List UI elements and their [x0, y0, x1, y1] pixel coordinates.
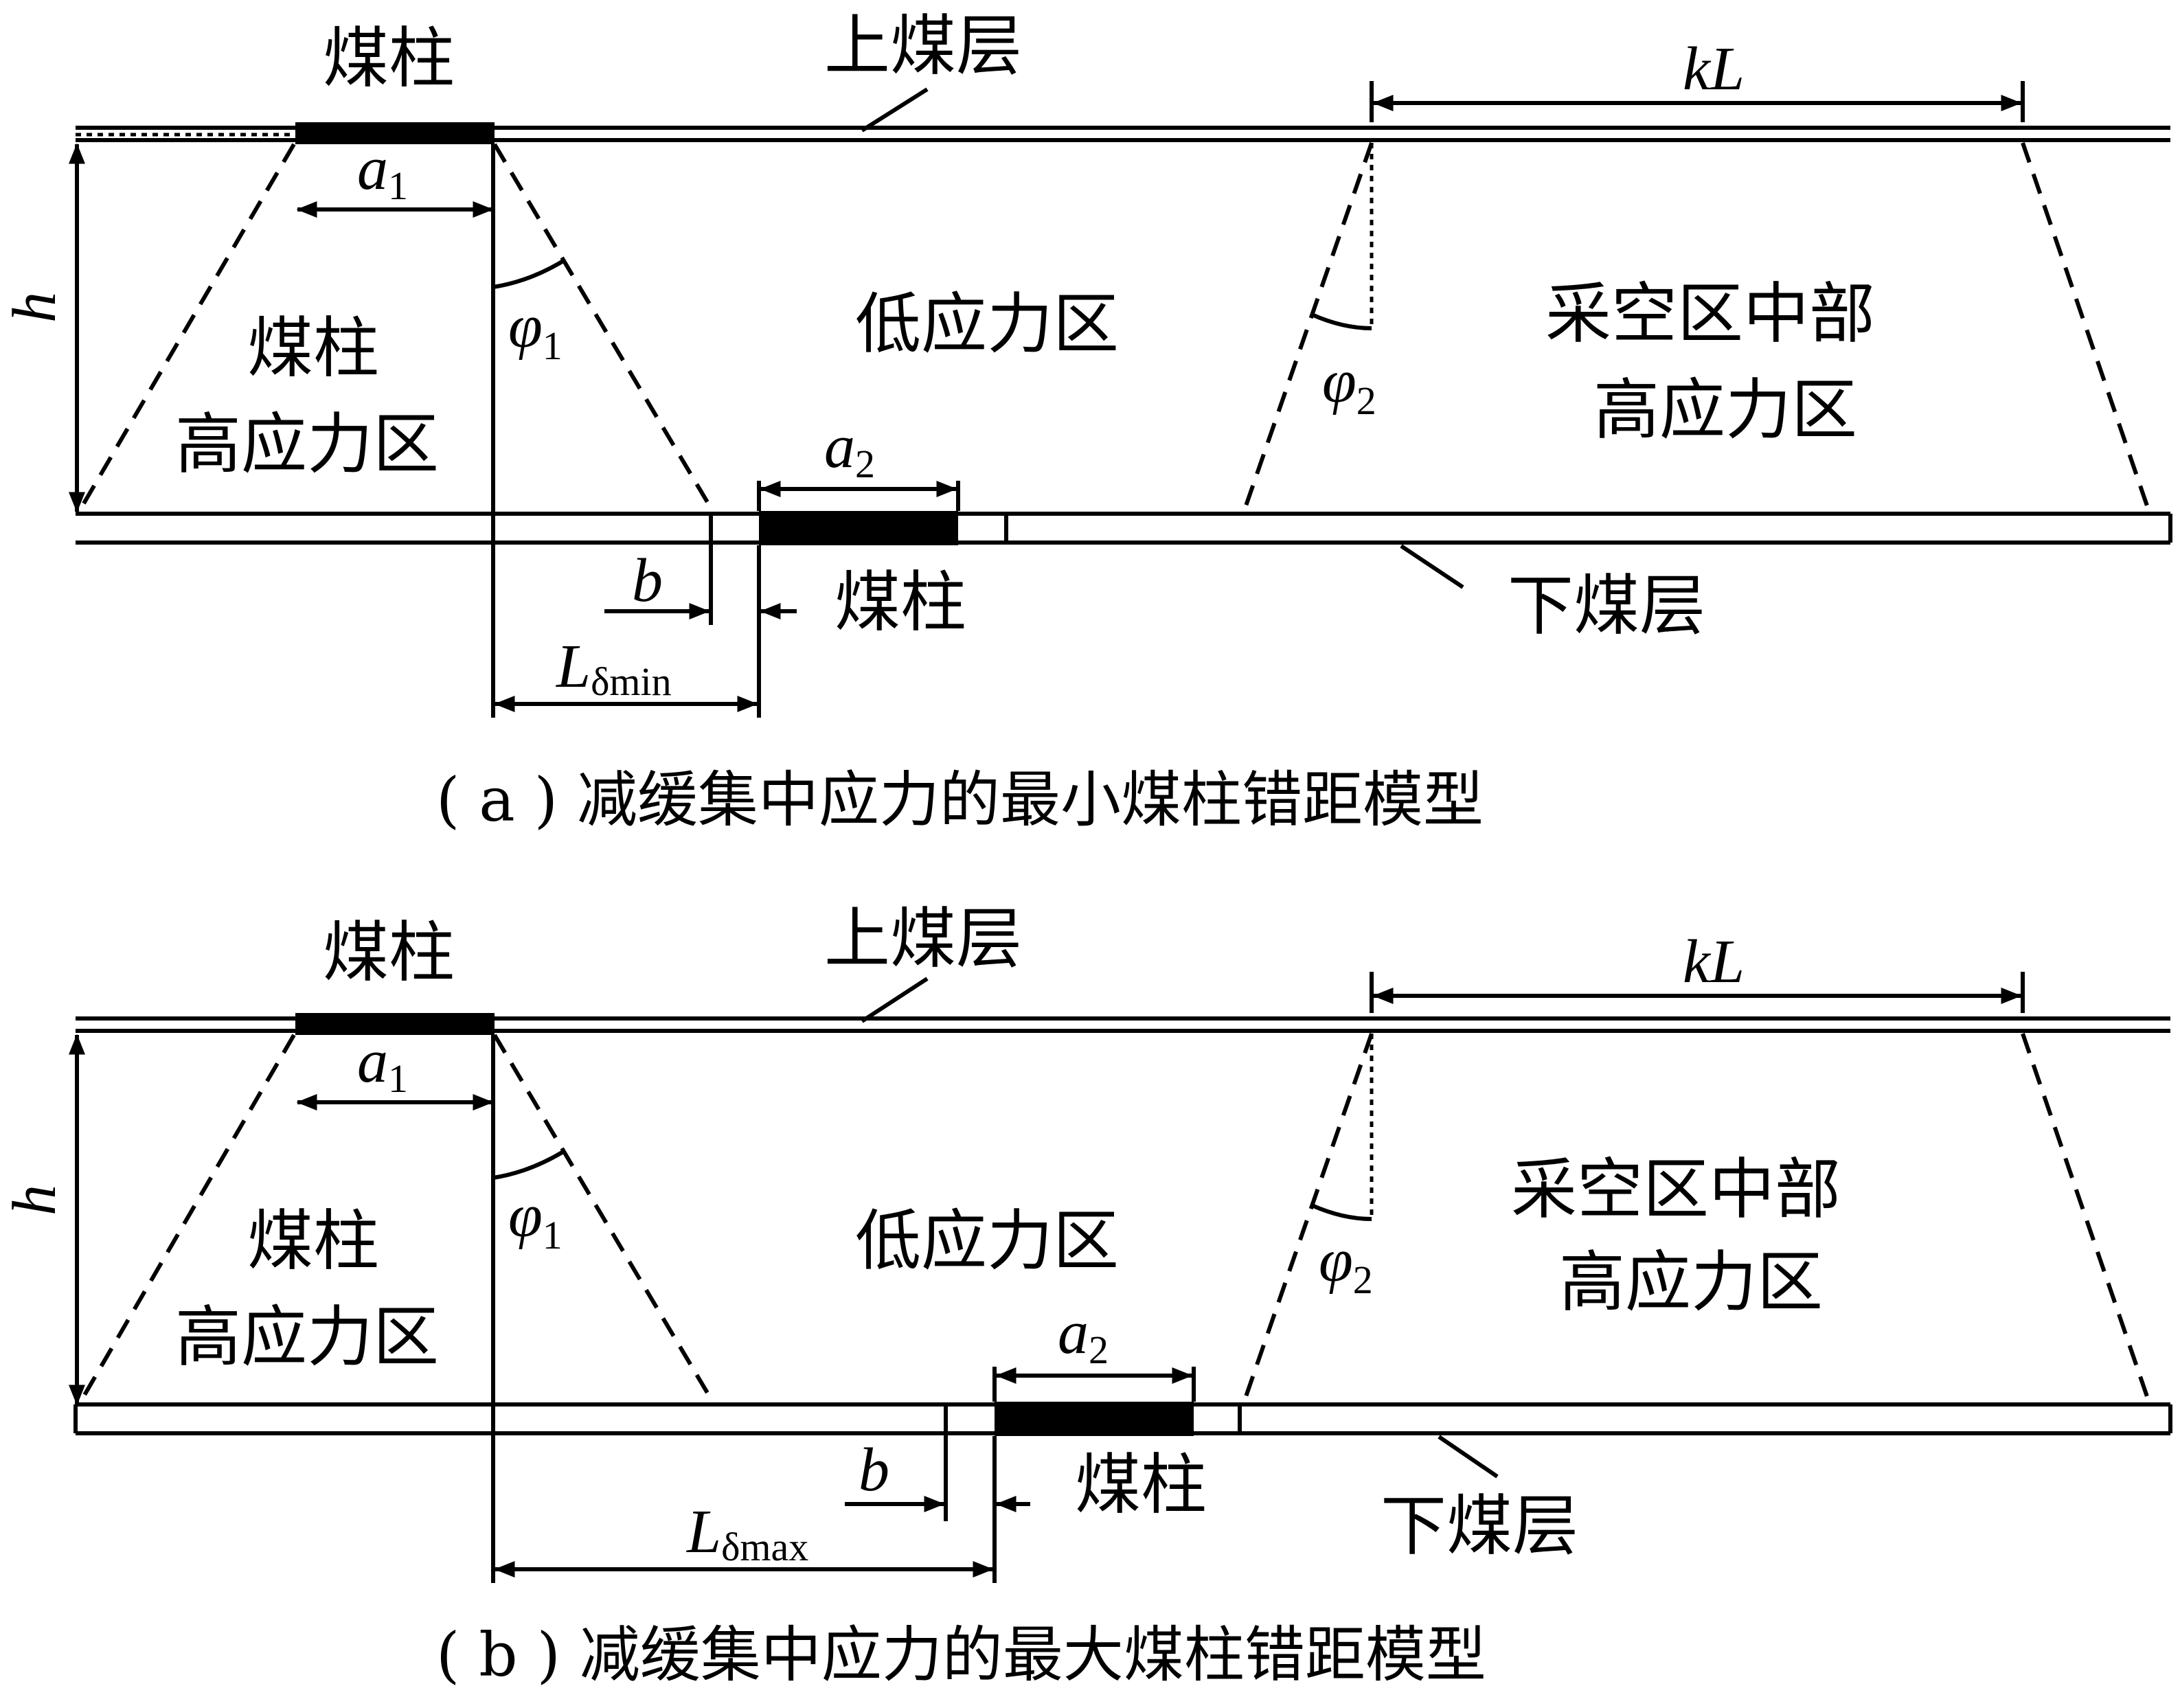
h-label: h — [1, 1185, 69, 1216]
goaf-label-1: 采空区中部 — [1511, 1151, 1841, 1228]
a1-label: a1 — [357, 135, 408, 208]
goaf-label-2: 高应力区 — [1559, 1244, 1823, 1321]
pillar-zone-label-1: 煤柱 — [247, 310, 379, 387]
a1-label: a1 — [357, 1027, 408, 1101]
pillar-zone-label-2: 高应力区 — [175, 1299, 439, 1376]
lower-seam-label: 下煤层 — [1508, 567, 1705, 644]
b-label: b — [859, 1436, 889, 1504]
pillar-zone-label-2: 高应力区 — [175, 406, 439, 483]
upper-pillar-block — [295, 1013, 495, 1035]
lower-pillar-label: 煤柱 — [1075, 1446, 1207, 1523]
goaf-label-2: 高应力区 — [1593, 372, 1857, 448]
kl-label: kL — [1683, 35, 1745, 103]
h-dimension: h — [1, 143, 85, 513]
kl-dimension: kL — [1370, 928, 2025, 1013]
kl-label: kL — [1683, 928, 1745, 996]
phi2-label: φ2 — [1322, 348, 1376, 423]
lower-seam-label: 下煤层 — [1381, 1488, 1578, 1564]
l-dimension: Lδmin — [494, 633, 758, 712]
lower-pillar-block — [995, 1402, 1194, 1436]
upper-pillar-label: 煤柱 — [323, 914, 455, 991]
caption-a: ( a ) 减缓集中应力的最小煤柱错距模型 — [436, 764, 1484, 835]
goaf-right-boundary — [2021, 1033, 2152, 1405]
a2-dimension: a2 — [757, 413, 960, 511]
lower-pillar-block — [759, 511, 958, 545]
upper-pillar-block — [295, 122, 495, 144]
low-stress-label: 低应力区 — [855, 1203, 1119, 1279]
pillar-zone-left-boundary — [77, 143, 296, 513]
phi1-arc — [492, 259, 565, 289]
pillar-zone-left-boundary — [77, 1034, 296, 1406]
upper-seam-label: 上煤层 — [824, 900, 1022, 977]
h-dimension: h — [1, 1034, 85, 1406]
l-label: Lδmin — [555, 633, 672, 704]
a1-dimension: a1 — [296, 135, 494, 218]
b-dimension: b — [604, 547, 797, 619]
phi2-label: φ2 — [1319, 1227, 1373, 1302]
a2-dimension: a2 — [992, 1299, 1196, 1402]
a1-dimension: a1 — [296, 1027, 494, 1111]
goaf-right-boundary — [2021, 142, 2152, 514]
kl-dimension: kL — [1370, 35, 2025, 122]
phi1-label: φ1 — [508, 1182, 563, 1257]
upper-seam-label: 上煤层 — [824, 8, 1022, 84]
lower-seam-leader — [1400, 544, 1464, 589]
pillar-zone-label-1: 煤柱 — [247, 1203, 379, 1279]
upper-seam-leader — [861, 977, 929, 1023]
phi1-label: φ1 — [508, 293, 563, 368]
l-label: Lδmax — [685, 1498, 808, 1569]
pillar-zone-right-boundary — [492, 1034, 716, 1406]
panel-a: 煤柱 上煤层 kL a1 h φ1 煤柱 高应力区 低应力区 — [1, 8, 2172, 835]
l-dimension: Lδmax — [494, 1498, 994, 1578]
lower-seam-leader — [1438, 1435, 1499, 1479]
phi2-arc — [1310, 1203, 1372, 1221]
panel-b: 煤柱 上煤层 kL a1 h φ1 煤柱 高应力区 低应力区 φ2 采空区中 — [1, 900, 2172, 1690]
b-label: b — [632, 547, 663, 615]
a2-label: a2 — [1058, 1299, 1109, 1372]
goaf-label-1: 采空区中部 — [1545, 275, 1875, 352]
b-dimension: b — [845, 1436, 1030, 1512]
pillar-zone-right-boundary — [492, 143, 716, 515]
low-stress-label: 低应力区 — [855, 286, 1119, 363]
upper-seam-leader — [861, 87, 929, 133]
phi1-arc — [492, 1150, 565, 1180]
caption-b: ( b ) 减缓集中应力的最大煤柱错距模型 — [436, 1619, 1486, 1690]
lower-seam — [76, 512, 2172, 545]
lower-pillar-label: 煤柱 — [834, 564, 966, 641]
phi2-arc — [1310, 312, 1372, 330]
h-label: h — [1, 292, 69, 323]
upper-pillar-label: 煤柱 — [323, 20, 455, 97]
a2-label: a2 — [824, 413, 875, 486]
